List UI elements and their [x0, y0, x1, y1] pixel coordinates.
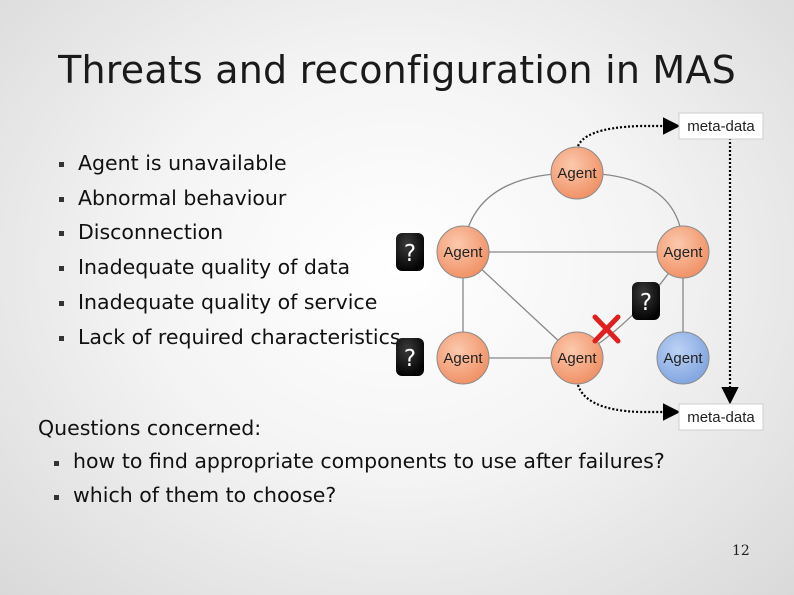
question-item: which of them to choose? — [38, 478, 665, 512]
slide-title: Threats and reconfiguration in MAS — [58, 48, 736, 92]
agent-node-bottom-right: Agent — [656, 331, 710, 385]
failure-cross-icon — [592, 314, 621, 344]
question-mark-text: ? — [404, 346, 416, 372]
bullet-item: Abnormal behaviour — [56, 181, 401, 216]
agent-label: Agent — [663, 244, 703, 261]
agent-label: Agent — [557, 350, 597, 367]
bullet-item: Inadequate quality of data — [56, 250, 401, 285]
meta-data-label: meta-data — [687, 409, 755, 426]
meta-data-box: meta-data — [678, 112, 764, 140]
bullet-item: Inadequate quality of service — [56, 285, 401, 320]
question-mark-icon: ? — [396, 338, 424, 376]
bullet-item: Lack of required characteristics — [56, 320, 401, 355]
questions-list: how to find appropriate components to us… — [38, 444, 665, 512]
meta-data-label: meta-data — [687, 118, 755, 135]
question-item: how to find appropriate components to us… — [38, 444, 665, 478]
bullet-item: Agent is unavailable — [56, 146, 401, 181]
question-mark-icon: ? — [632, 282, 660, 320]
meta-data-box: meta-data — [678, 403, 764, 431]
agent-label: Agent — [557, 165, 597, 182]
agent-label: Agent — [663, 350, 703, 367]
agent-label: Agent — [443, 244, 483, 261]
agent-node-top: Agent — [550, 146, 604, 200]
page-number: 12 — [732, 543, 750, 559]
meta-data-links — [575, 117, 739, 421]
meta-data-arrow — [575, 117, 681, 151]
agent-node-bottom-middle-failed: Agent — [550, 331, 604, 385]
threat-bullet-list: Agent is unavailable Abnormal behaviour … — [56, 146, 401, 354]
agent-node-middle-right: Agent — [656, 225, 710, 279]
question-mark-icon: ? — [396, 233, 424, 271]
questions-section: Questions concerned: how to find appropr… — [38, 412, 665, 512]
questions-heading: Questions concerned: — [38, 416, 262, 440]
question-mark-text: ? — [640, 290, 652, 316]
agent-label: Agent — [443, 350, 483, 367]
meta-data-arrow — [575, 380, 681, 421]
agent-node-middle-left: Agent — [436, 225, 490, 279]
connection-lines — [462, 172, 684, 359]
agent-node-bottom-left: Agent — [436, 331, 490, 385]
question-mark-text: ? — [404, 241, 416, 267]
bullet-item: Disconnection — [56, 215, 401, 250]
